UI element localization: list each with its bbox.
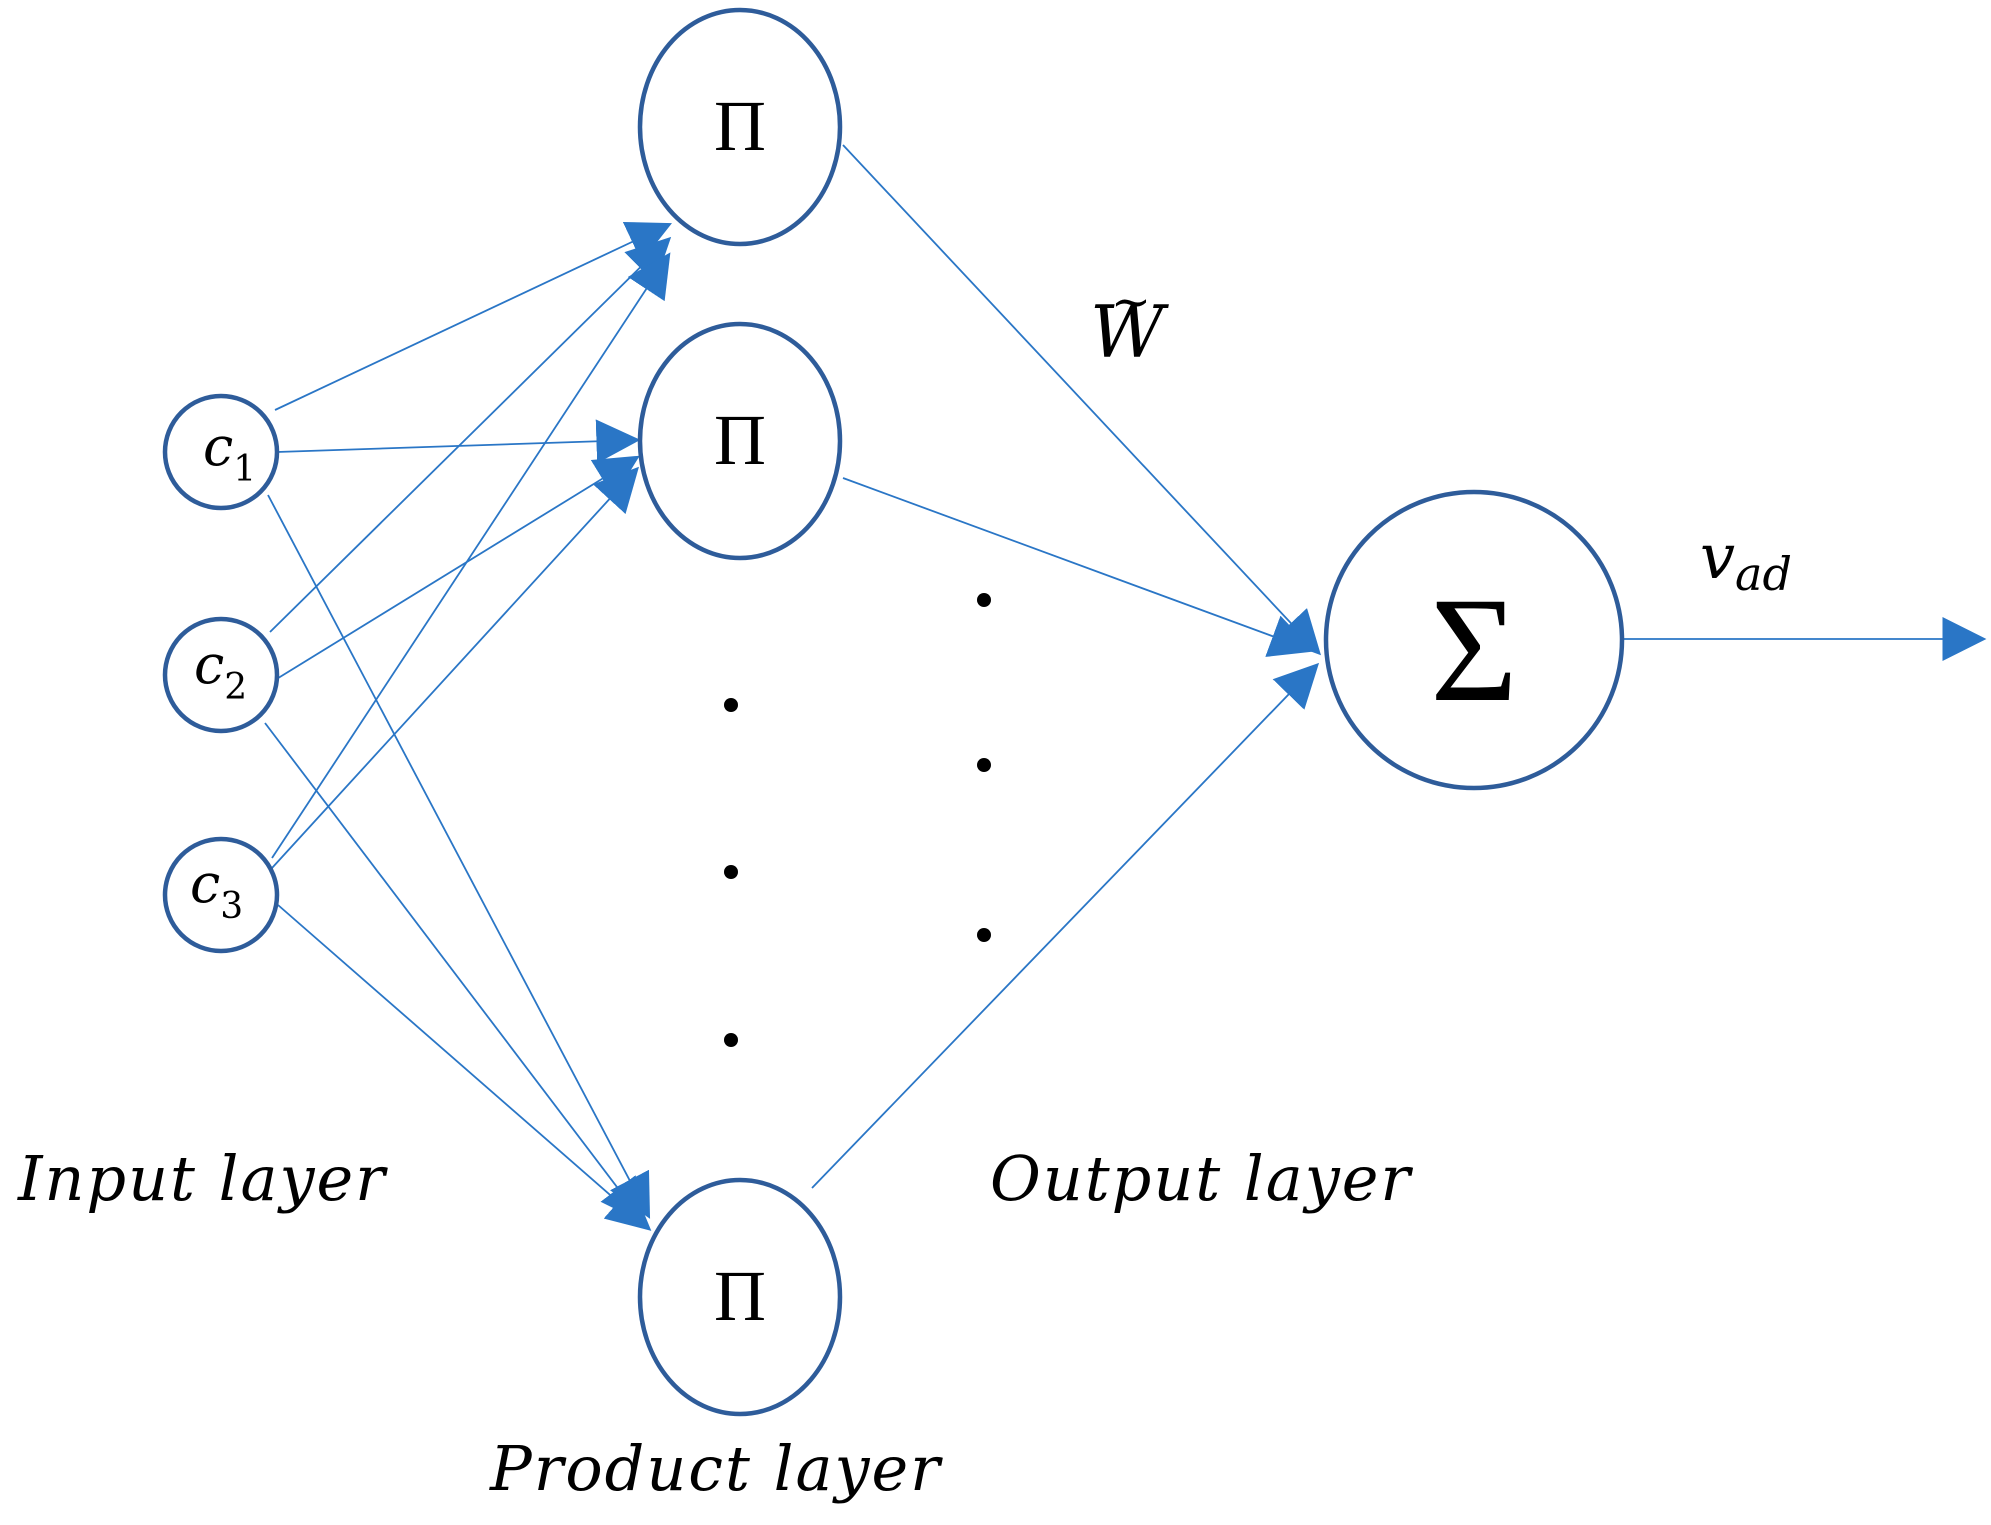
edge-c3-p3 xyxy=(277,904,652,1231)
input-node-label: c3 xyxy=(190,852,243,927)
output-label-text: vad xyxy=(1700,520,1792,601)
ellipsis-dot xyxy=(724,865,738,879)
edge-c1-p3 xyxy=(267,494,651,1219)
edge-c2-p1 xyxy=(269,236,672,633)
product-layer-label: Product layer xyxy=(489,1432,943,1505)
product-node-2: Π xyxy=(637,321,843,561)
ellipsis-dot xyxy=(724,1033,738,1047)
weight-label: ~ W xyxy=(1090,274,1169,374)
product-node-circle xyxy=(637,321,843,561)
input-node-c3: c3 xyxy=(162,836,280,954)
ellipsis-output-edges xyxy=(977,593,991,942)
output-layer-label: Output layer xyxy=(990,1142,1413,1215)
edge-c1-p2 xyxy=(276,419,641,464)
product-node-symbol: Π xyxy=(714,1256,766,1336)
edge-p3-sum xyxy=(811,662,1320,1189)
output-label: vad xyxy=(1700,520,1792,601)
output-label-subscript: ad xyxy=(1735,547,1792,601)
input-node-c2: c2 xyxy=(162,616,280,734)
sum-node: Σ xyxy=(1323,489,1625,791)
input-node-circle xyxy=(162,836,280,954)
product-node-symbol: Π xyxy=(714,400,766,480)
input-node-c1: c1 xyxy=(162,393,280,511)
sum-node-circle xyxy=(1323,489,1625,791)
input-node-circle xyxy=(162,393,280,511)
input-node-subscript: 1 xyxy=(233,449,256,490)
input-node-circle xyxy=(162,616,280,734)
input-to-product-edges xyxy=(264,221,672,1231)
weight-label-accent: ~ xyxy=(1111,274,1151,330)
ellipsis-dot xyxy=(977,758,991,772)
edge-c3-p1 xyxy=(271,252,671,859)
edge-c1-p1 xyxy=(274,221,672,411)
product-node-circle xyxy=(637,1177,843,1417)
product-node-1: Π xyxy=(637,7,843,247)
ellipsis-product-layer xyxy=(724,698,738,1047)
sum-node-symbol: Σ xyxy=(1430,567,1517,733)
product-to-sum-edges xyxy=(811,144,1322,1189)
edge-p2-sum xyxy=(842,477,1315,657)
input-layer-label: Input layer xyxy=(17,1142,388,1215)
input-node-label: c2 xyxy=(194,633,247,708)
product-node-symbol: Π xyxy=(714,86,766,166)
input-node-label: c1 xyxy=(203,415,256,490)
edge-c2-p2 xyxy=(274,455,640,681)
product-node-3: Π xyxy=(637,1177,843,1417)
input-node-subscript: 3 xyxy=(220,886,243,927)
product-node-circle xyxy=(637,7,843,247)
ellipsis-dot xyxy=(977,593,991,607)
weight-label-symbol: W xyxy=(1090,290,1169,374)
input-node-subscript: 2 xyxy=(224,667,247,708)
edge-c3-p2 xyxy=(271,466,639,869)
edge-p1-sum xyxy=(842,144,1322,656)
ellipsis-dot xyxy=(977,928,991,942)
ellipsis-dot xyxy=(724,698,738,712)
